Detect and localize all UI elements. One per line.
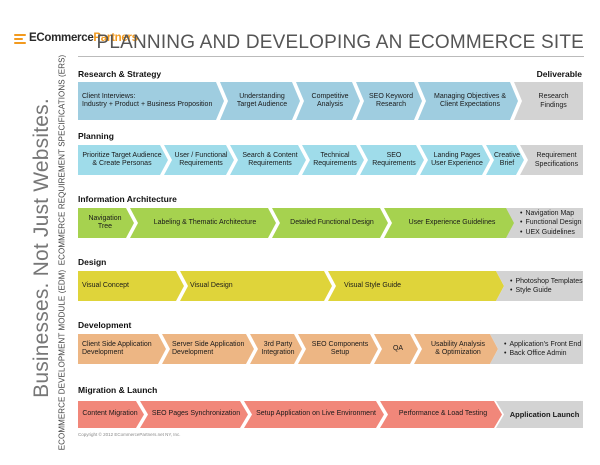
step-label: Visual Concept [82, 281, 129, 289]
row-research: Client Interviews: Industry + Product + … [78, 82, 583, 120]
step-qa: QA [374, 334, 418, 364]
section-title-migration: Migration & Launch [78, 385, 158, 395]
row-ia: Navigation Tree Labeling & Thematic Arch… [78, 208, 583, 238]
step-prioritize-audience: Prioritize Target Audience & Create Pers… [78, 145, 168, 175]
step-ux-guidelines: User Experience Guidelines [384, 208, 516, 238]
title-divider [78, 56, 584, 57]
step-target-audience: Understanding Target Audience [220, 82, 300, 120]
side-label-edm: ECOMMERCE DEVELOPMENT MODULE (EDM) [57, 269, 67, 451]
step-label: Visual Design [190, 281, 233, 289]
section-title-planning: Planning [78, 131, 114, 141]
logo-lines-icon [14, 32, 26, 44]
step-label: Understanding Target Audience [236, 92, 288, 108]
step-setup-live-environment: Setup Application on Live Environment [244, 401, 384, 428]
step-label: Search & Content Requirements [242, 151, 298, 167]
step-label: Managing Objectives & Client Expectation… [434, 92, 506, 108]
step-visual-style-guide: Visual Style Guide [328, 271, 504, 301]
step-landing-pages: Landing Pages User Experience [420, 145, 490, 175]
company-logo: ECommercePartners [14, 30, 138, 46]
step-label: Performance & Load Testing [398, 410, 488, 418]
deliverable-item: Photoshop Templates [510, 277, 582, 286]
deliverable-label: Application Launch [509, 409, 580, 419]
step-search-content-requirements: Search & Content Requirements [230, 145, 306, 175]
step-label: QA [392, 344, 404, 352]
section-title-development: Development [78, 320, 132, 330]
step-label: Detailed Functional Design [290, 218, 374, 226]
deliverable-item: UEX Guidelines [520, 228, 581, 237]
step-label: Usability Analysis & Optimization [430, 340, 486, 356]
deliverable-design: Photoshop Templates Style Guide [496, 271, 583, 301]
deliverable-heading: Deliverable [536, 69, 582, 79]
step-creative-brief: Creative Brief [486, 145, 524, 175]
step-label: Server Side Application Development [172, 340, 245, 356]
step-label: Prioritize Target Audience & Create Pers… [82, 151, 162, 167]
section-title-ia: Information Architecture [78, 194, 177, 204]
step-label: Content Migration [82, 410, 138, 418]
step-label: User Experience Guidelines [408, 218, 496, 226]
step-label: SEO Keyword Research [369, 92, 413, 108]
step-label: Technical Requirements [313, 151, 357, 167]
step-seo-pages-sync: SEO Pages Synchronization [140, 401, 248, 428]
logo-text: ECommercePartners [29, 32, 138, 44]
copyright-notice: Copyright © 2012 ECommercePartners.net N… [78, 432, 181, 437]
step-user-functional-requirements: User / Functional Requirements [164, 145, 234, 175]
logo-text-part2: Partners [93, 32, 138, 44]
step-usability-analysis: Usability Analysis & Optimization [414, 334, 498, 364]
logo-text-part1: ECommerce [29, 32, 94, 44]
step-performance-testing: Performance & Load Testing [380, 401, 502, 428]
step-content-migration: Content Migration [78, 401, 144, 428]
deliverable-research-findings: Research Findings [514, 82, 583, 120]
step-detailed-functional-design: Detailed Functional Design [272, 208, 388, 238]
deliverable-item: Back Office Admin [504, 349, 581, 358]
step-label: 3rd Party Integration [261, 340, 295, 356]
deliverable-item: Functional Design [520, 218, 581, 227]
step-seo-requirements: SEO Requirements [360, 145, 424, 175]
step-label: Competitive Analysis [311, 92, 349, 108]
step-label: Labeling & Thematic Architecture [153, 218, 257, 226]
step-client-interviews: Client Interviews: Industry + Product + … [78, 82, 224, 120]
row-planning: Prioritize Target Audience & Create Pers… [78, 145, 583, 175]
step-label: Client Side Application Development [82, 340, 152, 356]
step-label: Landing Pages User Experience [431, 151, 483, 167]
step-visual-concept: Visual Concept [78, 271, 184, 301]
step-label: SEO Pages Synchronization [151, 410, 241, 418]
step-client-side-dev: Client Side Application Development [78, 334, 166, 364]
step-labeling-thematic: Labeling & Thematic Architecture [130, 208, 276, 238]
section-title-research: Research & Strategy [78, 69, 162, 79]
page-title: PLANNING AND DEVELOPING AN ECOMMERCE SIT… [96, 32, 584, 53]
step-third-party-integration: 3rd Party Integration [250, 334, 302, 364]
row-design: Visual Concept Visual Design Visual Styl… [78, 271, 583, 301]
step-visual-design: Visual Design [180, 271, 332, 301]
step-managing-objectives: Managing Objectives & Client Expectation… [418, 82, 518, 120]
row-development: Client Side Application Development Serv… [78, 334, 583, 364]
step-label: SEO Components Setup [311, 340, 369, 356]
deliverable-item: Navigation Map [520, 209, 581, 218]
deliverable-item: Style Guide [510, 286, 583, 295]
step-seo-keyword-research: SEO Keyword Research [356, 82, 422, 120]
side-label-ers: ECOMMERCE REQUIREMENT SPECIFICATIONS (ER… [57, 54, 67, 266]
step-label: Client Interviews: Industry + Product + … [82, 92, 213, 108]
deliverable-label: Research Findings [538, 92, 569, 109]
step-server-side-dev: Server Side Application Development [162, 334, 254, 364]
step-label: Setup Application on Live Environment [256, 410, 376, 418]
step-technical-requirements: Technical Requirements [302, 145, 364, 175]
deliverable-ia: Navigation Map Functional Design UEX Gui… [506, 208, 583, 238]
step-label: SEO Requirements [372, 151, 416, 167]
step-label: Creative Brief [493, 151, 521, 167]
section-title-design: Design [78, 257, 107, 267]
step-competitive-analysis: Competitive Analysis [296, 82, 360, 120]
step-seo-components: SEO Components Setup [298, 334, 378, 364]
step-label: User / Functional Requirements [174, 151, 228, 167]
deliverable-development: Application's Front End Back Office Admi… [490, 334, 583, 364]
deliverable-application-launch: Application Launch [496, 401, 583, 428]
side-tagline: Businesses. Not Just Websites. [30, 98, 53, 398]
step-label: Navigation Tree [88, 214, 122, 230]
deliverable-requirement-specs: Requirement Specifications [520, 145, 583, 175]
step-navigation-tree: Navigation Tree [78, 208, 134, 238]
step-label: Visual Style Guide [344, 281, 402, 289]
deliverable-label: Requirement Specifications [534, 151, 579, 168]
row-migration: Content Migration SEO Pages Synchronizat… [78, 401, 583, 428]
deliverable-item: Application's Front End [504, 340, 581, 349]
